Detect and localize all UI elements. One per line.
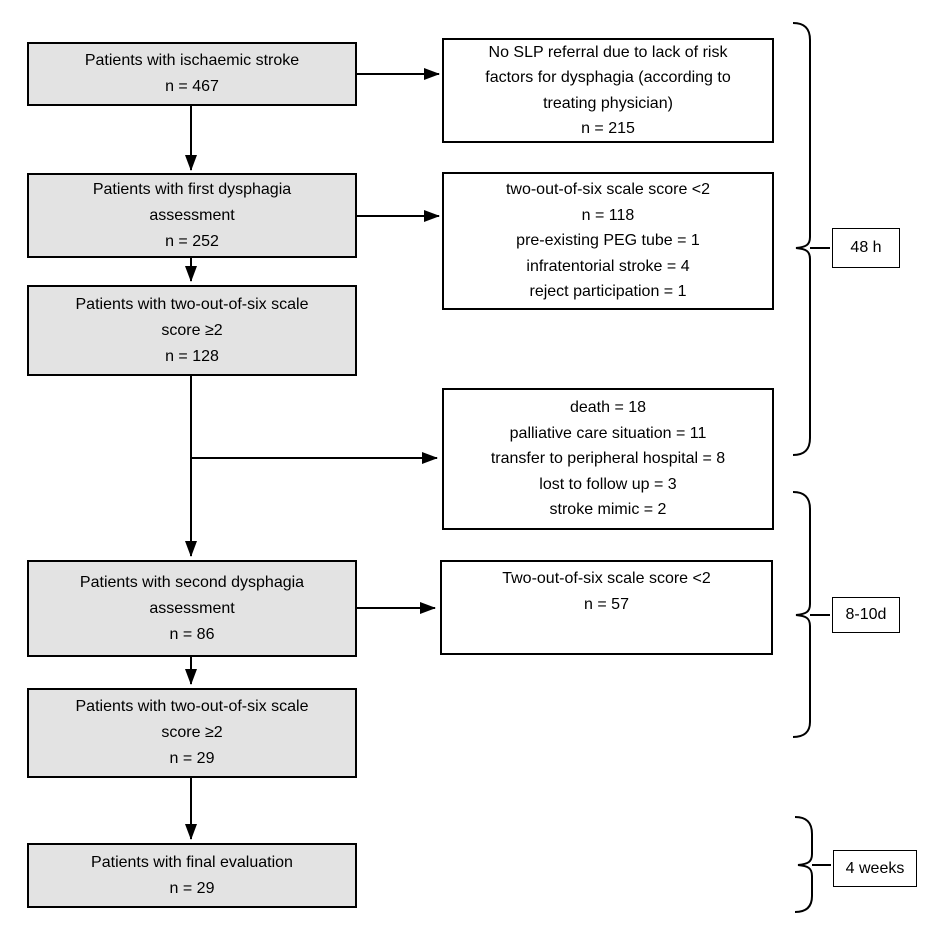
text-line: two-out-of-six scale score <2 — [505, 181, 711, 199]
text-line: Patients with final evaluation — [91, 853, 293, 871]
text-line: death = 18 — [569, 399, 647, 417]
text-line: score ≥2 — [161, 321, 223, 339]
text-line: treating physician) — [543, 94, 673, 112]
time-label-8-10d: 8-10d — [832, 597, 900, 633]
box-second-dysphagia-assessment: Patients with second dysphagia assessmen… — [27, 560, 357, 657]
time-label-48h: 48 h — [832, 228, 900, 268]
text-line: Two-out-of-six scale score <2 — [502, 570, 711, 587]
text-line: n = 29 — [169, 750, 215, 767]
time-label-text: 4 weeks — [845, 859, 905, 877]
text-line: transfer to peripheral hospital = 8 — [490, 450, 726, 468]
box-exclusions-first-assessment: two-out-of-six scale score <2 n = 118 pr… — [442, 172, 774, 310]
text-line: score ≥2 — [161, 724, 223, 741]
text-line: lost to follow up = 3 — [539, 475, 677, 493]
time-label-text: 8-10d — [845, 606, 887, 623]
text-line: assessment — [149, 599, 235, 617]
time-label-4weeks: 4 weeks — [833, 850, 917, 887]
text-line: reject participation = 1 — [529, 283, 687, 301]
text-line: Patients with two-out-of-six scale — [75, 295, 309, 313]
time-label-text: 48 h — [850, 239, 882, 256]
text-line: assessment — [149, 206, 235, 224]
text-line: n = 86 — [169, 625, 215, 643]
text-line: n = 118 — [581, 206, 635, 224]
box-no-slp-referral: No SLP referral due to lack of risk fact… — [442, 38, 774, 143]
text-line: palliative care situation = 11 — [509, 424, 707, 442]
text-line: stroke mimic = 2 — [549, 501, 667, 519]
box-first-dysphagia-assessment: Patients with first dysphagia assessment… — [27, 173, 357, 258]
box-score-lt2-second: Two-out-of-six scale score <2 n = 57 — [440, 560, 773, 655]
text-line: n = 215 — [581, 120, 635, 137]
text-line: n = 128 — [165, 347, 219, 365]
box-scale-score-ge2-first: Patients with two-out-of-six scale score… — [27, 285, 357, 376]
text-line: Patients with two-out-of-six scale — [75, 698, 309, 715]
text-line: factors for dysphagia (according to — [485, 69, 731, 86]
text-line: infratentorial stroke = 4 — [526, 257, 690, 275]
box-scale-score-ge2-second: Patients with two-out-of-six scale score… — [27, 688, 357, 778]
text-line: Patients with ischaemic stroke — [84, 52, 300, 69]
box-ischaemic-stroke: Patients with ischaemic stroke n = 467 — [27, 42, 357, 106]
brace-4weeks — [794, 816, 813, 913]
text-line: pre-existing PEG tube = 1 — [516, 232, 700, 250]
text-line: Patients with second dysphagia — [79, 573, 305, 591]
text-line: n = 252 — [165, 232, 219, 250]
brace-48h — [792, 22, 811, 456]
brace-8-10d — [792, 491, 811, 738]
text-line: Patients with first dysphagia — [92, 180, 292, 198]
text-line: No SLP referral due to lack of risk — [488, 43, 728, 61]
text-line: n = 467 — [165, 78, 219, 95]
text-line: n = 57 — [584, 595, 629, 613]
text-line: n = 29 — [169, 879, 215, 897]
box-final-evaluation: Patients with final evaluation n = 29 — [27, 843, 357, 908]
box-dropouts: death = 18 palliative care situation = 1… — [442, 388, 774, 530]
